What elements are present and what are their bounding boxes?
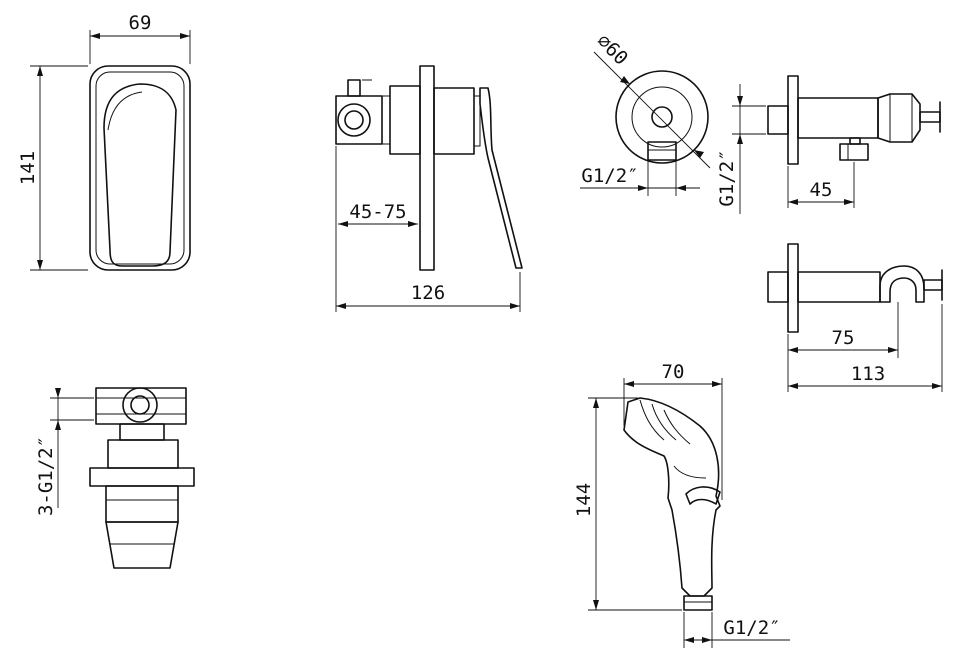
holder-side-view: 75 113 bbox=[767, 243, 943, 392]
dim-front-width: 69 bbox=[129, 12, 152, 34]
dim-outlet-diameter: ⌀60 bbox=[592, 30, 632, 70]
outlet-side-view: G1/2″ 45 bbox=[716, 75, 941, 214]
dim-outlet-side-depth: 45 bbox=[810, 179, 833, 201]
dim-holder-total-depth: 113 bbox=[851, 363, 885, 385]
dim-side-total-depth: 126 bbox=[411, 282, 445, 304]
handset-view: 70 144 G1/2″ bbox=[573, 361, 790, 648]
dim-outlet-thread: G1/2″ bbox=[581, 165, 638, 187]
dim-holder-depth: 75 bbox=[832, 327, 855, 349]
mixer-front-view: 69 141 bbox=[17, 12, 191, 271]
dim-body-threads: 3-G1/2″ bbox=[35, 436, 57, 516]
dim-handset-thread: G1/2″ bbox=[723, 617, 780, 639]
dim-handset-height: 144 bbox=[573, 483, 595, 517]
mixer-side-view: 45-75 126 bbox=[335, 65, 523, 312]
mixer-body-view: 3-G1/2″ bbox=[35, 387, 195, 569]
dim-side-depth-range: 45-75 bbox=[349, 201, 406, 223]
dim-outlet-side-thread: G1/2″ bbox=[716, 149, 738, 206]
dim-handset-width: 70 bbox=[662, 361, 685, 383]
outlet-front-view: ⌀60 G1/2″ bbox=[580, 30, 711, 196]
dim-front-height: 141 bbox=[17, 151, 39, 185]
